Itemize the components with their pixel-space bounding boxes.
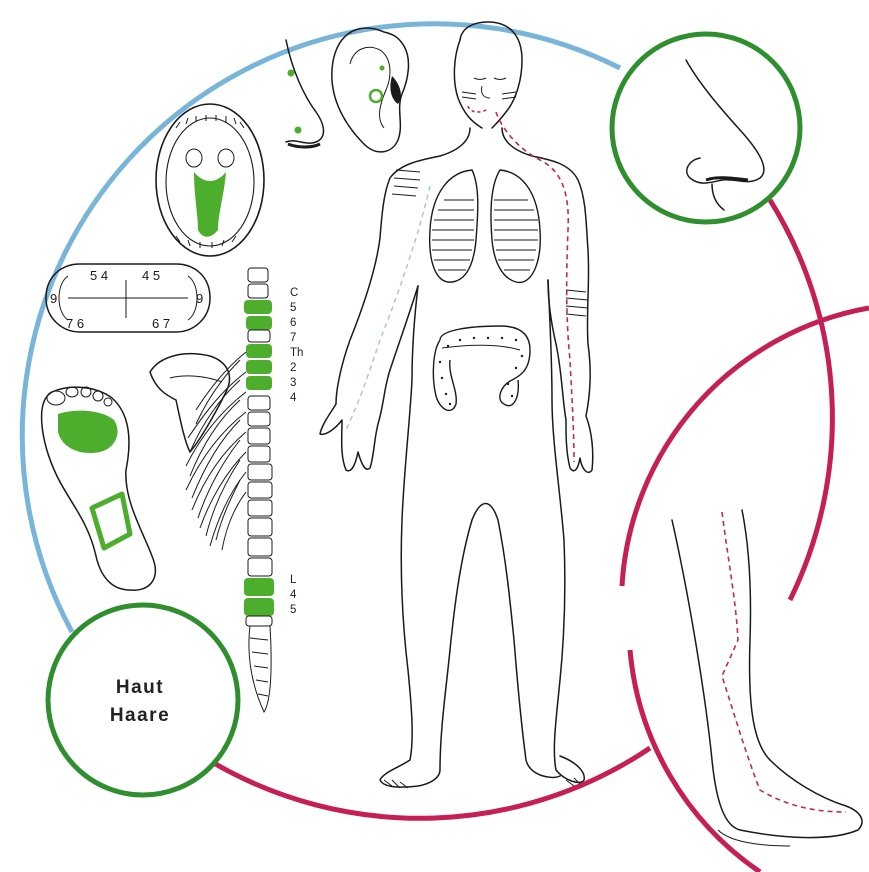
nerve-line-left: [346, 186, 430, 430]
open-mouth-icon: [156, 104, 264, 256]
spine-label-th4: 4: [290, 392, 297, 404]
spine-label-th: Th: [290, 347, 303, 359]
ribcage-icon: [150, 352, 246, 550]
spine-label-c7: 7: [290, 332, 296, 344]
spine-label-c6: 6: [290, 317, 296, 329]
spine-labels: C 5 6 7 Th 2 3 4 L 4 5: [290, 287, 303, 616]
lungs-icon: [430, 170, 541, 282]
spine-label-l5: 5: [290, 604, 296, 616]
ear-zone-diagram-icon: 5 4 4 5 9 9 7 6 6 7: [46, 264, 210, 332]
spine-label-c5: 5: [290, 302, 296, 314]
zone-left: 9: [50, 291, 57, 306]
skin-label: Haut: [116, 677, 164, 698]
spine-label-l: L: [290, 574, 297, 586]
hair-label: Haare: [110, 705, 170, 726]
zone-bottom-right: 6 7: [152, 316, 170, 331]
spine-label-c: C: [290, 287, 298, 299]
zone-top-right: 4 5: [142, 268, 160, 283]
skin-hair-circle: Haut Haare: [48, 605, 238, 795]
zone-bottom-left: 7 6: [66, 316, 84, 331]
ear-icon: [332, 28, 409, 152]
small-nose-icon: [286, 40, 324, 147]
nose-circle: [612, 34, 800, 222]
spine-label-l4: 4: [290, 589, 297, 601]
zone-top-left: 5 4: [90, 268, 108, 283]
colon-icon: [433, 326, 530, 410]
blue-ring-arc: [22, 24, 620, 632]
foot-sole-icon: [42, 387, 156, 590]
body-outline-icon: [320, 22, 593, 788]
zone-right: 9: [196, 291, 203, 306]
spine-icon: [244, 268, 274, 712]
shoulder-hatch: [392, 170, 588, 316]
leg-icon: [672, 510, 862, 846]
spine-label-th3: 3: [290, 377, 296, 389]
spine-label-th2: 2: [290, 362, 296, 374]
